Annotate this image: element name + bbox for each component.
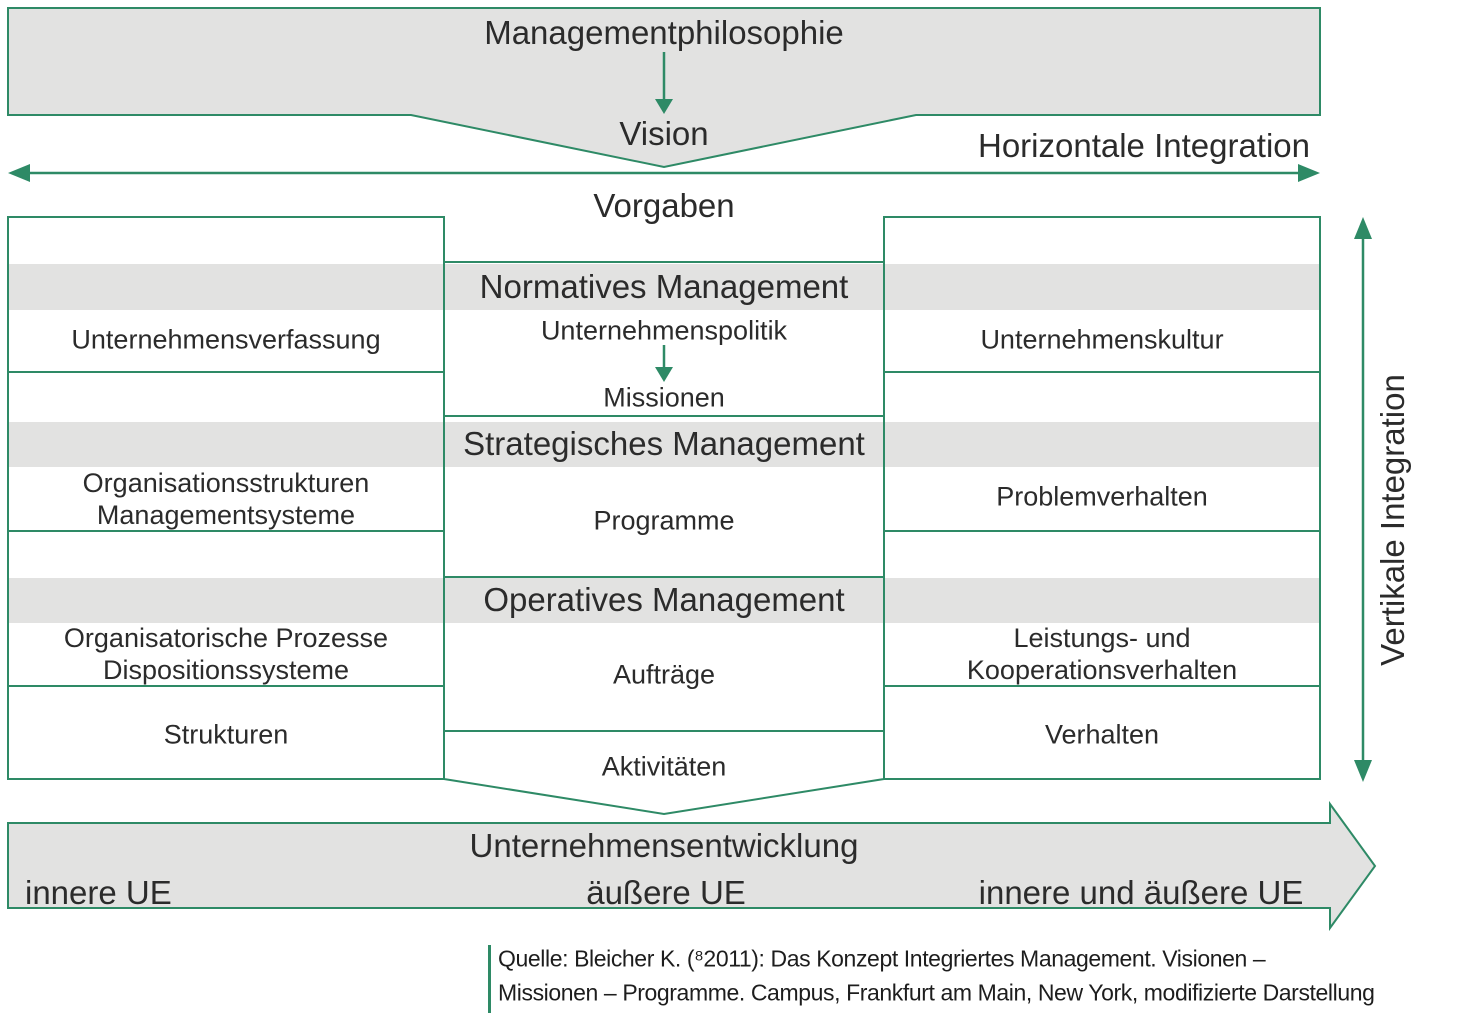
cell-organisatorische-prozesse-line2: Dispositionssysteme bbox=[102, 655, 350, 685]
source-citation-line2: Missionen – Programme. Campus, Frankfurt… bbox=[498, 979, 1375, 1006]
development-middle-label: äußere UE bbox=[586, 874, 746, 911]
cell-unternehmensverfassung: Unternehmensverfassung bbox=[71, 324, 381, 355]
vorgaben-label: Vorgaben bbox=[593, 187, 735, 224]
vertical-integration-label: Vertikale Integration bbox=[1374, 374, 1411, 666]
politik-to-missionen-arrowhead bbox=[655, 367, 673, 382]
vertical-arrowhead-top bbox=[1354, 217, 1372, 239]
cell-unternehmenskultur: Unternehmenskultur bbox=[980, 324, 1224, 355]
cell-problemverhalten: Problemverhalten bbox=[996, 481, 1208, 512]
cell-leistungs-kooperationsverhalten: Leistungs- und Kooperationsverhalten bbox=[967, 622, 1237, 686]
band-normative bbox=[8, 264, 1320, 310]
vision-label: Vision bbox=[619, 115, 709, 152]
cell-leistungs-line2: Kooperationsverhalten bbox=[966, 655, 1238, 685]
development-right-label: innere und äußere UE bbox=[978, 874, 1304, 911]
source-citation-line1: Quelle: Bleicher K. (⁸2011): Das Konzept… bbox=[498, 945, 1266, 972]
cell-organisatorische-prozesse: Organisatorische Prozesse Dispositionssy… bbox=[64, 622, 388, 686]
level-title-operative: Operatives Management bbox=[483, 581, 845, 618]
level-title-normative: Normatives Management bbox=[479, 268, 849, 305]
philosophy-to-vision-arrowhead bbox=[655, 99, 673, 114]
development-left-label: innere UE bbox=[25, 874, 172, 911]
cell-organisationsstrukturen-line1: Organisationsstrukturen bbox=[82, 468, 370, 498]
cell-missionen: Missionen bbox=[603, 382, 725, 413]
vertical-arrowhead-bottom bbox=[1354, 760, 1372, 782]
development-arrow-shape bbox=[7, 800, 1377, 932]
cell-unternehmenspolitik: Unternehmenspolitik bbox=[540, 315, 788, 346]
cell-organisatorische-prozesse-line1: Organisatorische Prozesse bbox=[63, 623, 389, 653]
cell-organisationsstrukturen-line2: Managementsysteme bbox=[96, 500, 356, 530]
band-strategic bbox=[8, 422, 1320, 467]
banner-title: Managementphilosophie bbox=[484, 14, 844, 51]
citation-bar bbox=[488, 945, 491, 1013]
cell-auftraege: Aufträge bbox=[612, 659, 716, 690]
horizontal-integration-label: Horizontale Integration bbox=[977, 127, 1311, 164]
horizontal-arrowhead-left bbox=[8, 164, 30, 182]
development-title: Unternehmensentwicklung bbox=[469, 827, 859, 864]
horizontal-arrowhead-right bbox=[1298, 164, 1320, 182]
cell-organisationsstrukturen: Organisationsstrukturen Managementsystem… bbox=[83, 467, 370, 531]
level-title-strategic: Strategisches Management bbox=[463, 425, 865, 462]
middle-column-box bbox=[443, 261, 885, 816]
cell-verhalten: Verhalten bbox=[1044, 719, 1160, 750]
cell-programme: Programme bbox=[593, 505, 735, 536]
cell-strukturen: Strukturen bbox=[163, 719, 289, 750]
cell-aktivitaeten: Aktivitäten bbox=[601, 751, 727, 782]
cell-leistungs-line1: Leistungs- und bbox=[1013, 623, 1191, 653]
band-operative bbox=[8, 578, 1320, 623]
